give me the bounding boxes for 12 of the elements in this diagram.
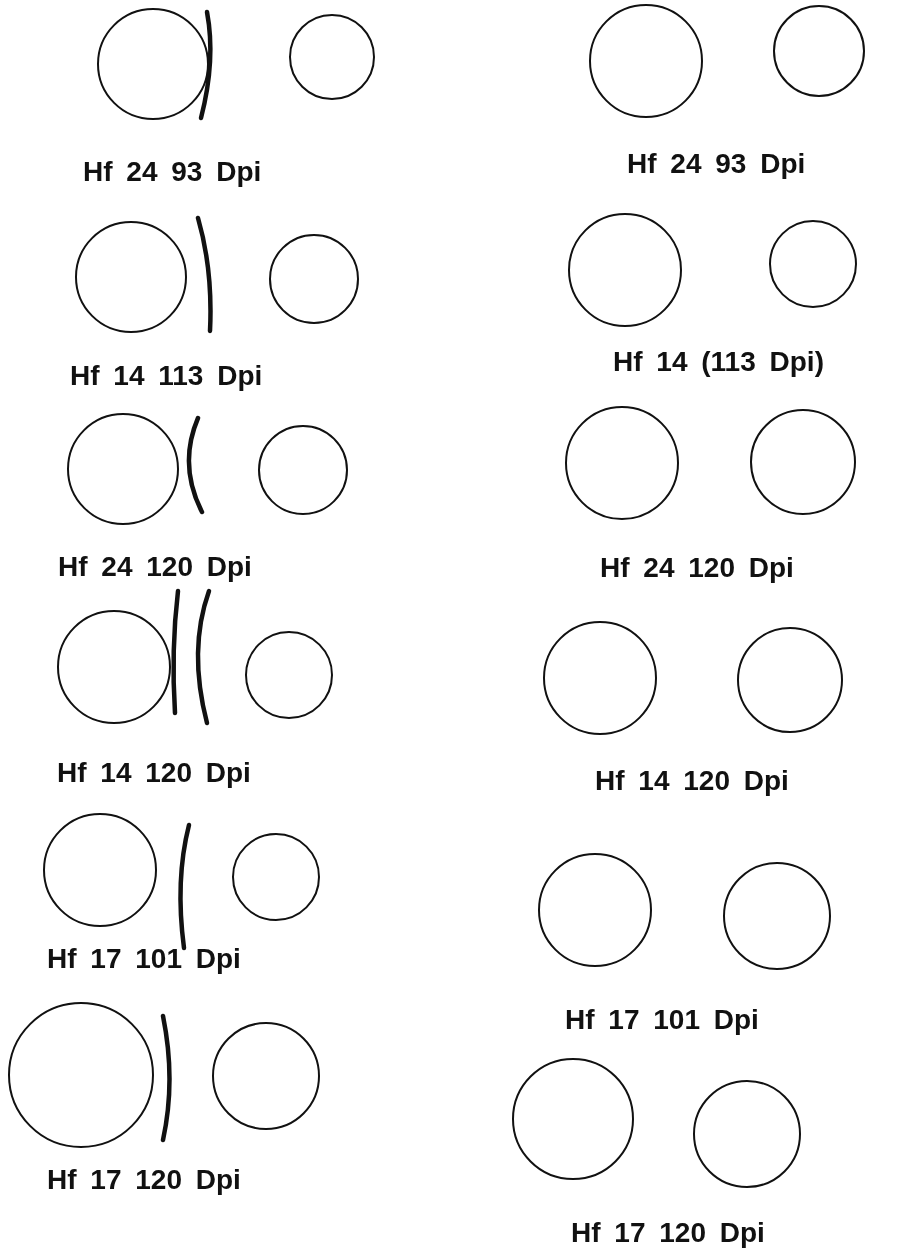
specimen-label: Hf 24 120 Dpi [600, 554, 794, 582]
specimen-label: Hf 17 101 Dpi [47, 945, 241, 973]
specimen-label: Hf 24 93 Dpi [83, 158, 262, 186]
specimen-label: Hf 17 120 Dpi [571, 1219, 765, 1247]
specimen-label: Hf 24 93 Dpi [627, 150, 806, 178]
specimen-label: Hf 14 120 Dpi [595, 767, 789, 795]
specimen-label: Hf 24 120 Dpi [58, 553, 252, 581]
specimen-label: Hf 14 120 Dpi [57, 759, 251, 787]
specimen-label: Hf 17 120 Dpi [47, 1166, 241, 1194]
specimen-label: Hf 14 113 Dpi [70, 362, 263, 390]
specimen-label: Hf 17 101 Dpi [565, 1006, 759, 1034]
specimen-label: Hf 14 (113 Dpi) [613, 348, 824, 376]
